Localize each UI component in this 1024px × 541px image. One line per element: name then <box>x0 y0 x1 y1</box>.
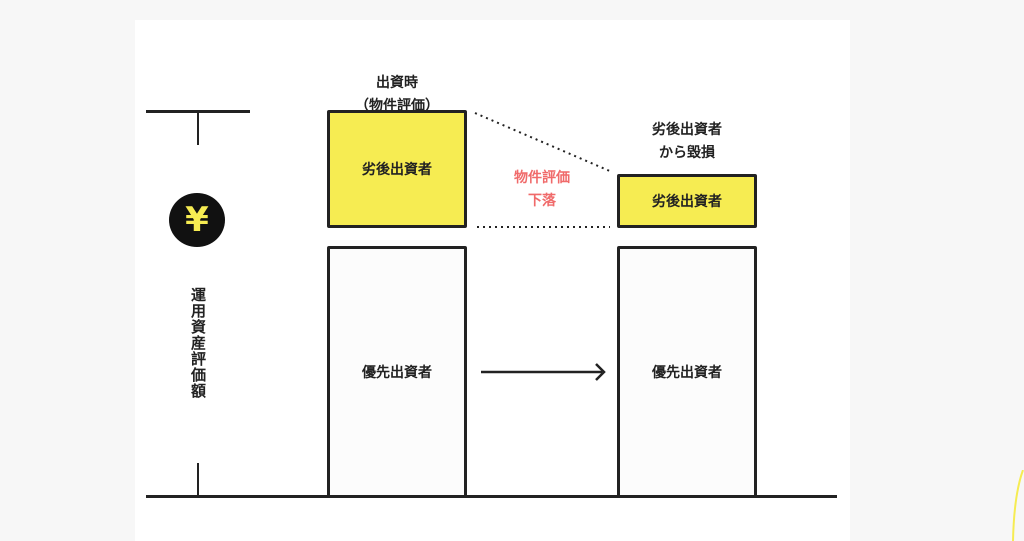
decline-line1: 物件評価 <box>514 170 570 186</box>
after-junior-label: 劣後出資者 <box>652 194 722 210</box>
after-senior-label: 優先出資者 <box>652 365 722 381</box>
before-junior-label: 劣後出資者 <box>362 162 432 178</box>
after-title-line2: から毀損 <box>659 145 715 161</box>
after-senior-box: 優先出資者 <box>617 246 757 498</box>
axis-label: 運用資産評価額 <box>189 287 207 399</box>
yen-icon: ¥ <box>169 193 225 247</box>
axis-top-tick <box>197 111 199 145</box>
before-senior-box: 優先出資者 <box>327 246 467 498</box>
after-junior-box: 劣後出資者 <box>617 174 757 228</box>
axis-bottom-tick <box>197 463 199 496</box>
baseline <box>146 495 837 498</box>
before-junior-box: 劣後出資者 <box>327 110 467 228</box>
arrow-right-icon <box>595 363 606 381</box>
after-title: 劣後出資者 から毀損 <box>617 119 757 165</box>
decorative-arc <box>1012 470 1024 541</box>
decline-line2: 下落 <box>528 193 556 209</box>
after-title-line1: 劣後出資者 <box>652 122 722 138</box>
dotted-slope-line <box>474 112 613 173</box>
before-title-line1: 出資時 <box>376 75 418 91</box>
decline-label: 物件評価 下落 <box>472 167 612 213</box>
before-senior-label: 優先出資者 <box>362 365 432 381</box>
decorative-arc-stroke <box>1012 470 1024 541</box>
